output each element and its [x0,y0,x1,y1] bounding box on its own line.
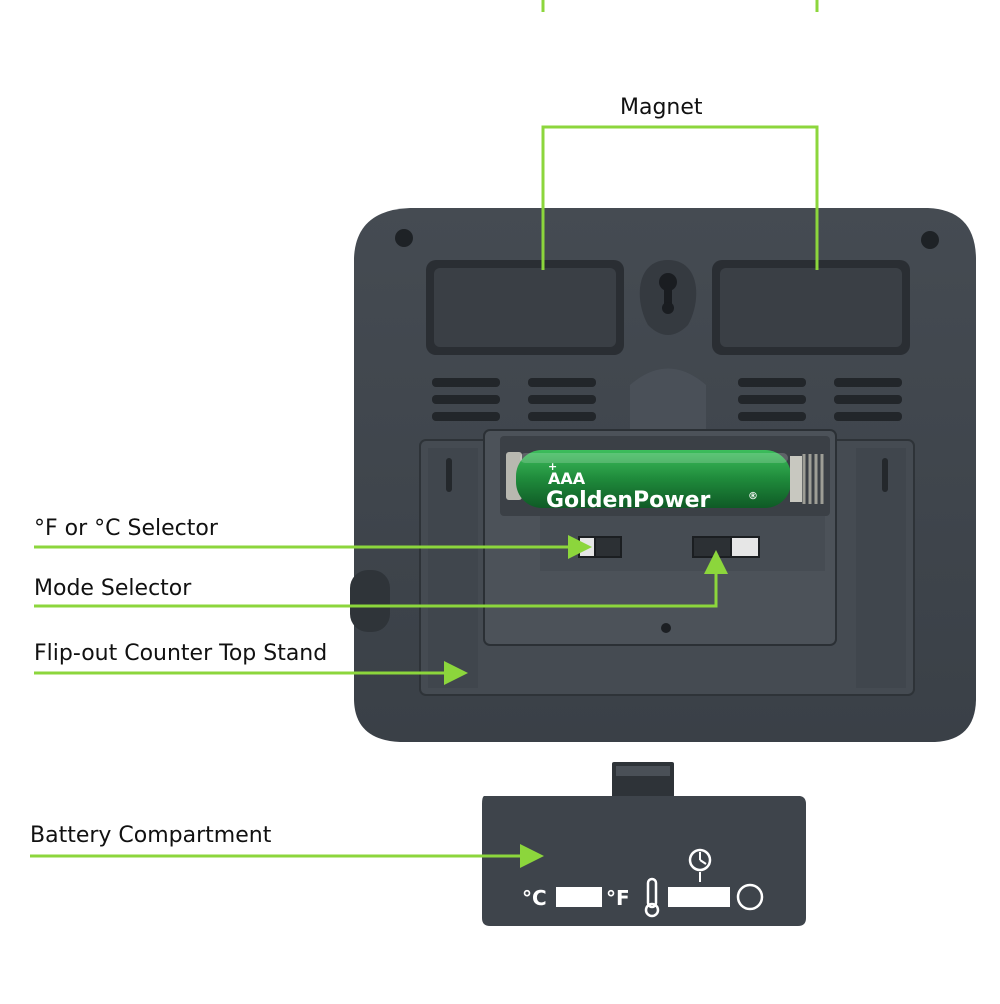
battery-registered: ® [748,491,758,502]
aaa-battery [506,450,824,508]
center-tab [630,368,706,440]
side-knob [350,570,390,632]
corner-hole-right [921,231,939,249]
clock-icon [688,848,712,882]
cover-screw [661,623,671,633]
keyhole-hanger [639,260,697,335]
fahrenheit-label: °F [606,886,630,910]
callout-lines [30,125,819,868]
stand-label: Flip-out Counter Top Stand [34,641,328,666]
corner-hole-left [395,229,413,247]
magnet-right [712,260,910,355]
celsius-window [556,887,602,907]
battery-brand: GoldenPower [546,488,711,513]
vent-slots [432,378,902,421]
battery-size: AAA [548,469,586,488]
f-c-switch [578,536,622,558]
mode-window [668,887,730,907]
battery-compartment-label: Battery Compartment [30,823,272,848]
mode-callout-line [34,550,728,608]
circle-icon [736,883,764,911]
f-c-selector-label: °F or °C Selector [34,516,218,541]
thermometer-back [350,208,976,742]
celsius-label: °C [522,886,547,910]
mode-switch [692,536,760,558]
magnet-left [426,260,624,355]
magnet-callout-line [541,125,819,270]
battery-cover [482,762,806,926]
battery-plus: + [548,460,557,473]
thermometer-icon [644,877,660,918]
mode-selector-label: Mode Selector [34,576,192,601]
magnet-label: Magnet [620,95,703,120]
